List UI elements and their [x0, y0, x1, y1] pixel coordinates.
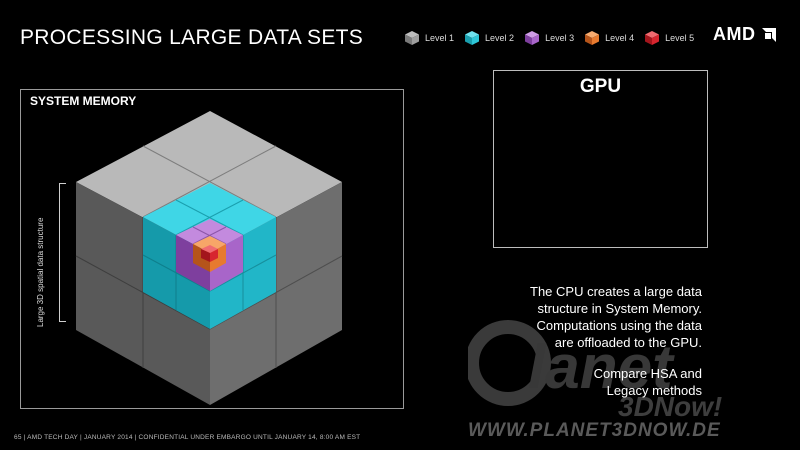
cube-icon: [465, 31, 480, 45]
compare-text: Compare HSA and Legacy methods: [520, 365, 702, 399]
legend: Level 1 Level 2 Level 3 Level 4 Level 5: [404, 30, 704, 46]
slide-footer: 65 | AMD TECH DAY | JANUARY 2014 | CONFI…: [14, 434, 361, 441]
gpu-box: [493, 70, 708, 248]
description-text: The CPU creates a large data structure i…: [440, 283, 702, 351]
cube-icon: [585, 31, 600, 45]
description-line: structure in System Memory.: [537, 301, 702, 316]
amd-logo: AMD: [713, 24, 756, 44]
cube-icon: [645, 31, 660, 45]
level-4-top-face: [193, 236, 226, 253]
slide-title: PROCESSING LARGE DATA SETS: [20, 26, 364, 49]
level-5-left-face: [201, 249, 210, 262]
legend-item-level-1: Level 1: [404, 30, 454, 46]
bracket: [59, 183, 66, 322]
system-memory-box: [20, 89, 404, 409]
amd-arrow-icon: [762, 28, 776, 42]
legend-label: Level 3: [545, 33, 575, 43]
gpu-title: GPU: [579, 76, 622, 97]
legend-item-level-4: Level 4: [584, 30, 634, 46]
legend-item-level-5: Level 5: [644, 30, 694, 46]
description-line: are offloaded to the GPU.: [554, 335, 702, 350]
legend-label: Level 5: [665, 33, 695, 43]
cube-icon: [525, 31, 540, 45]
watermark-url: WWW.PLANET3DNOW.DE: [468, 420, 721, 441]
system-memory-title: SYSTEM MEMORY: [30, 94, 137, 108]
level-5-right-face: [210, 249, 218, 262]
legend-label: Level 2: [485, 33, 515, 43]
compare-line: Compare HSA and: [593, 366, 702, 381]
level-5-top-face: [201, 245, 218, 253]
legend-label: Level 4: [605, 33, 635, 43]
description-line: Computations using the data: [536, 318, 703, 333]
legend-label: Level 1: [425, 33, 455, 43]
compare-line: Legacy methods: [606, 383, 702, 398]
legend-item-level-2: Level 2: [464, 30, 514, 46]
cube-icon: [405, 31, 419, 45]
description-line: The CPU creates a large data: [530, 284, 702, 299]
legend-item-level-3: Level 3: [524, 30, 574, 46]
